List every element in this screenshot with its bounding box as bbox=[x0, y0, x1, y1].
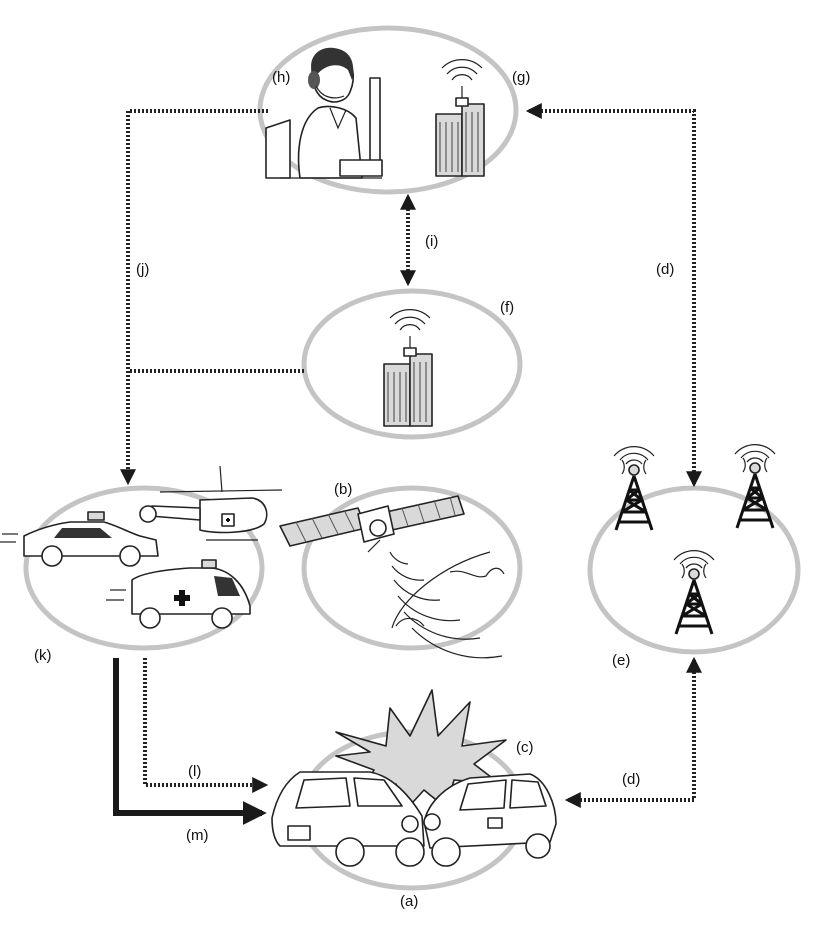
helicopter-illustration bbox=[139, 465, 283, 541]
ambulance-illustration bbox=[106, 559, 251, 629]
car-left-illustration bbox=[271, 771, 425, 867]
operator-illustration bbox=[265, 47, 383, 179]
label-a: (a) bbox=[400, 893, 418, 910]
label-e: (e) bbox=[612, 652, 630, 669]
label-m: (m) bbox=[186, 827, 209, 844]
connector-l bbox=[143, 658, 269, 793]
label-k: (k) bbox=[34, 647, 52, 664]
connector-d-lower bbox=[564, 656, 702, 808]
label-d-lower: (d) bbox=[622, 771, 640, 788]
label-h: (h) bbox=[272, 69, 290, 86]
satellite-signal-icon bbox=[389, 551, 503, 659]
satellite-ellipse bbox=[301, 485, 523, 651]
label-f: (f) bbox=[500, 299, 514, 316]
label-d-upper: (d) bbox=[656, 261, 674, 278]
label-i: (i) bbox=[425, 233, 438, 250]
base-station-ellipse bbox=[301, 288, 523, 440]
building-icon bbox=[383, 308, 433, 427]
label-g: (g) bbox=[512, 69, 530, 86]
cell-tower-icon bbox=[672, 549, 716, 636]
cell-tower-icon bbox=[733, 443, 777, 530]
connector-j bbox=[120, 109, 268, 486]
label-b: (b) bbox=[334, 481, 352, 498]
cell-towers-ellipse bbox=[587, 485, 801, 655]
police-car-illustration bbox=[0, 511, 159, 567]
cell-tower-icon bbox=[612, 445, 656, 532]
satellite-icon bbox=[279, 495, 465, 553]
car-right-illustration bbox=[423, 773, 557, 867]
connector-m bbox=[113, 658, 267, 825]
label-c: (c) bbox=[516, 739, 534, 756]
label-j: (j) bbox=[136, 261, 149, 278]
connector-d-upper bbox=[525, 103, 702, 488]
building-icon bbox=[435, 58, 485, 177]
emergency-vehicles-ellipse bbox=[23, 485, 265, 651]
label-l: (l) bbox=[188, 763, 201, 780]
